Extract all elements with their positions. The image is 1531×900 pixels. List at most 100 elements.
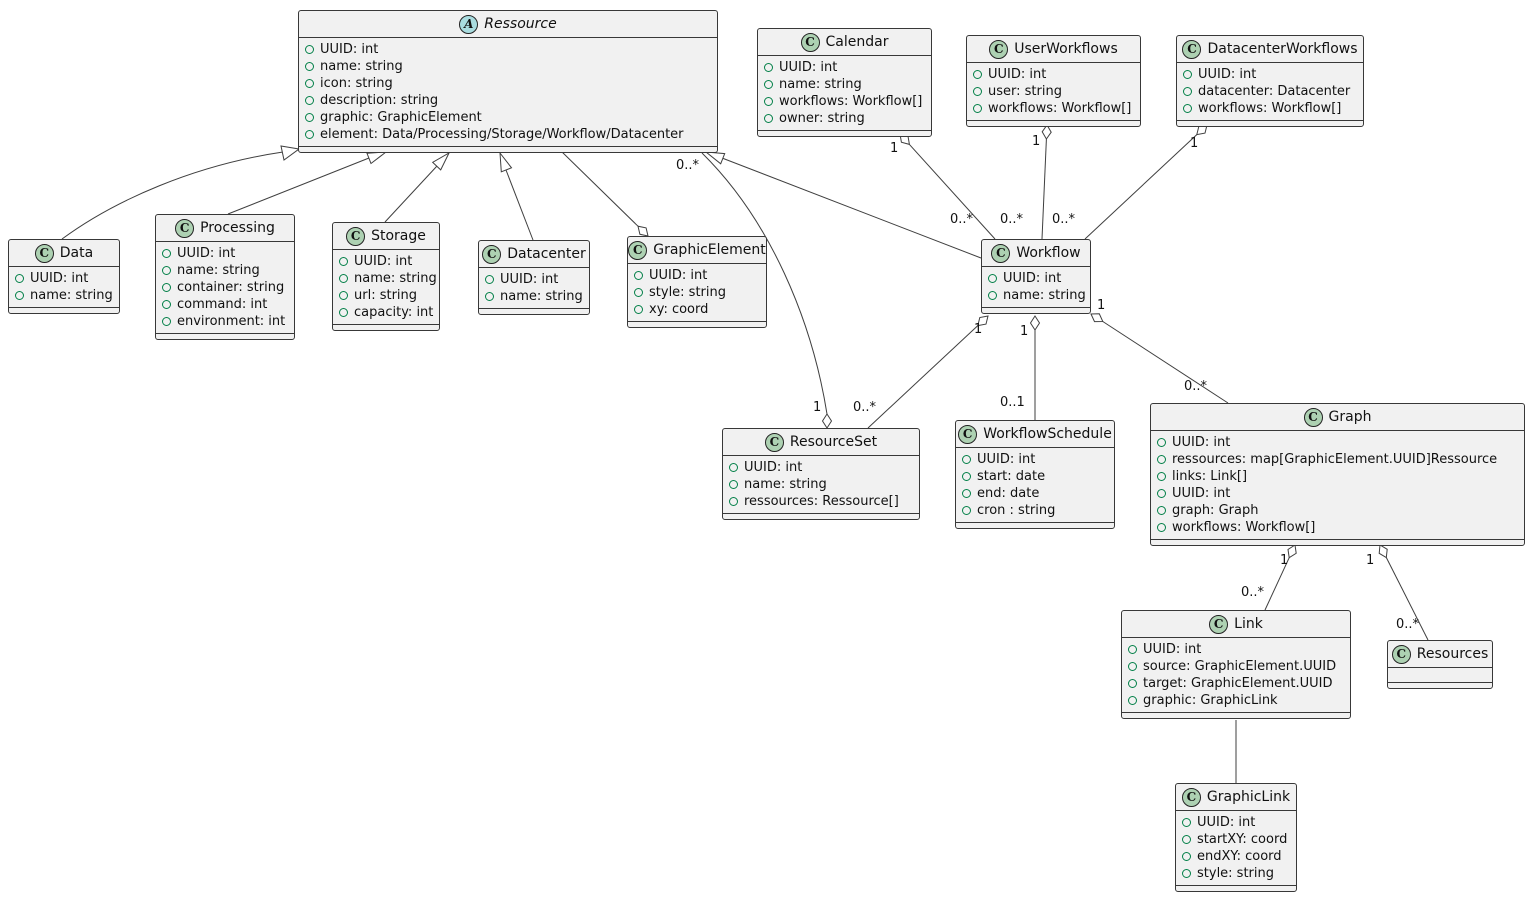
aggregation-diamond-icon bbox=[1090, 313, 1104, 323]
class-attribute: style: string bbox=[1182, 865, 1290, 882]
attribute-text: start: date bbox=[977, 469, 1046, 484]
attribute-text: description: string bbox=[320, 93, 439, 108]
class-header: C Resources bbox=[1388, 641, 1492, 668]
field-visibility-icon bbox=[305, 62, 314, 71]
class-attribute: workflows: Workflow[] bbox=[1157, 519, 1518, 536]
edge-storage-extends-ressource bbox=[384, 165, 438, 223]
field-visibility-icon bbox=[1157, 489, 1166, 498]
class-attribute: UUID: int bbox=[15, 270, 113, 287]
class-attribute: url: string bbox=[339, 287, 433, 304]
class-header: C Data bbox=[9, 240, 119, 267]
class-icon: C bbox=[175, 218, 195, 238]
multiplicity-label: 0..* bbox=[1396, 617, 1420, 632]
class-header: C Link bbox=[1122, 611, 1350, 638]
class-attribute: datacenter: Datacenter bbox=[1183, 83, 1357, 100]
field-visibility-icon bbox=[973, 87, 982, 96]
class-icon: C bbox=[1181, 787, 1201, 807]
class-icon: C bbox=[34, 243, 54, 263]
field-visibility-icon bbox=[1128, 662, 1137, 671]
field-visibility-icon bbox=[729, 480, 738, 489]
attribute-text: workflows: Workflow[] bbox=[988, 101, 1132, 116]
multiplicity-label: 0..* bbox=[950, 212, 974, 227]
class-attribute: UUID: int bbox=[1128, 641, 1344, 658]
field-visibility-icon bbox=[1157, 472, 1166, 481]
aggregation-diamond-icon bbox=[1287, 544, 1297, 559]
class-attribute: links: Link[] bbox=[1157, 468, 1518, 485]
field-visibility-icon bbox=[962, 455, 971, 464]
methods-compartment bbox=[628, 321, 766, 327]
attribute-text: end: date bbox=[977, 486, 1040, 501]
field-visibility-icon bbox=[962, 506, 971, 515]
class-icon: C bbox=[1209, 614, 1229, 634]
class-attribute: UUID: int bbox=[634, 267, 760, 284]
field-visibility-icon bbox=[634, 288, 643, 297]
attribute-text: UUID: int bbox=[1198, 67, 1257, 82]
class-title: GraphicLink bbox=[1206, 789, 1291, 805]
edge-workflow-extends-ressource bbox=[721, 157, 982, 259]
class-title: Datacenter bbox=[507, 246, 586, 262]
class-attribute: name: string bbox=[15, 287, 113, 304]
attribute-text: UUID: int bbox=[988, 67, 1047, 82]
multiplicity-label: 0..1 bbox=[1000, 395, 1025, 410]
class-attribute: UUID: int bbox=[162, 245, 288, 262]
multiplicity-label: 1 bbox=[1097, 298, 1106, 313]
field-visibility-icon bbox=[962, 472, 971, 481]
class-attribute: UUID: int bbox=[1183, 66, 1357, 83]
class-icon: C bbox=[800, 32, 820, 52]
class-header: C UserWorkflows bbox=[967, 36, 1140, 63]
multiplicity-label: 1 bbox=[813, 400, 822, 415]
field-visibility-icon bbox=[339, 291, 348, 300]
attribute-text: style: string bbox=[1197, 866, 1275, 881]
class-attribute: graph: Graph bbox=[1157, 502, 1518, 519]
field-visibility-icon bbox=[162, 266, 171, 275]
class-attribute: icon: string bbox=[305, 75, 711, 92]
class-header: A Ressource bbox=[299, 11, 717, 38]
class-attribute: workflows: Workflow[] bbox=[764, 93, 925, 110]
field-visibility-icon bbox=[1182, 869, 1191, 878]
attribute-text: graphic: GraphicLink bbox=[1143, 693, 1278, 708]
field-visibility-icon bbox=[962, 489, 971, 498]
attribute-text: target: GraphicElement.UUID bbox=[1143, 676, 1333, 691]
class-title: GraphicElement bbox=[653, 242, 766, 258]
attribute-text: graph: Graph bbox=[1172, 503, 1259, 518]
class-title: Storage bbox=[371, 228, 426, 244]
class-title: Data bbox=[59, 245, 94, 261]
class-header: C Graph bbox=[1151, 404, 1524, 431]
class-attribute: UUID: int bbox=[988, 270, 1084, 287]
field-visibility-icon bbox=[634, 305, 643, 314]
class-attribute: environment: int bbox=[162, 313, 288, 330]
methods-compartment bbox=[1388, 682, 1492, 688]
multiplicity-label: 1 bbox=[974, 322, 983, 337]
class-attribute: UUID: int bbox=[1157, 434, 1518, 451]
methods-compartment bbox=[1151, 539, 1524, 545]
attribute-text: element: Data/Processing/Storage/Workflo… bbox=[320, 127, 684, 142]
attribute-text: UUID: int bbox=[1197, 815, 1256, 830]
class-attribute: graphic: GraphicLink bbox=[1128, 692, 1344, 709]
edge-resourceset-aggregates-ressource bbox=[701, 152, 828, 415]
inheritance-arrow-icon bbox=[280, 145, 301, 161]
attribute-text: UUID: int bbox=[1003, 271, 1062, 286]
class-attribute: ressources: map[GraphicElement.UUID]Ress… bbox=[1157, 451, 1518, 468]
attribute-text: links: Link[] bbox=[1172, 469, 1248, 484]
edge-workflow-aggregates-graph bbox=[1102, 321, 1229, 404]
class-attribute: owner: string bbox=[764, 110, 925, 127]
attribute-text: icon: string bbox=[320, 76, 393, 91]
field-visibility-icon bbox=[764, 97, 773, 106]
class-title: ResourceSet bbox=[789, 434, 878, 450]
attribute-text: UUID: int bbox=[354, 254, 413, 269]
class-attribute: name: string bbox=[339, 270, 437, 287]
attribute-text: capacity: int bbox=[354, 305, 434, 320]
class-attribute: UUID: int bbox=[485, 271, 583, 288]
class-icon: C bbox=[1391, 644, 1411, 664]
class-attribute: target: GraphicElement.UUID bbox=[1128, 675, 1344, 692]
aggregation-diamond-icon bbox=[977, 315, 989, 327]
field-visibility-icon bbox=[973, 104, 982, 113]
multiplicity-label: 0..* bbox=[1000, 212, 1024, 227]
class-title: Workflow bbox=[1016, 245, 1081, 261]
field-visibility-icon bbox=[764, 80, 773, 89]
